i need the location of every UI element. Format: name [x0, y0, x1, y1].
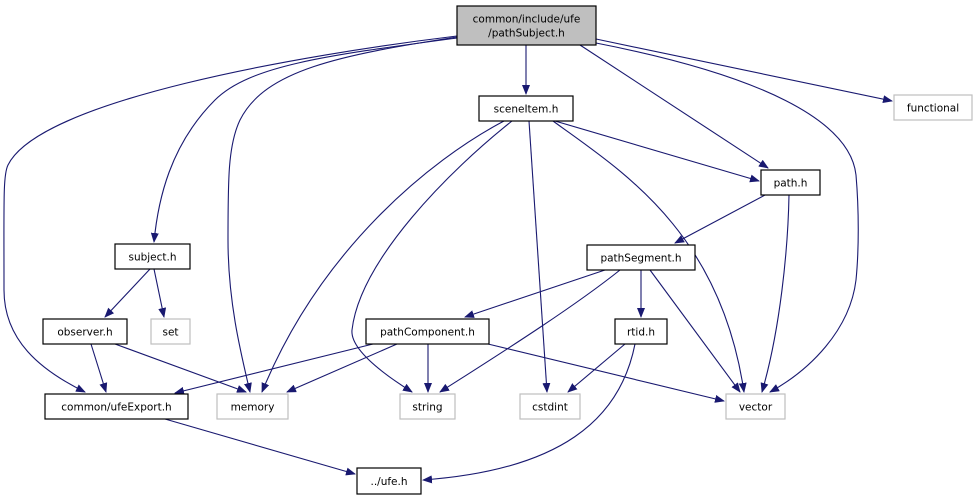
node-memory: memory [216, 393, 289, 420]
node-box [399, 393, 456, 420]
edge-path-to-vector [760, 194, 790, 393]
edge-observer-to-ufeExport [90, 343, 108, 393]
node-string: string [399, 393, 456, 420]
edge-root-to-memory [227, 36, 458, 393]
node-ufeExport[interactable]: common/ufeExport.h [44, 393, 189, 420]
node-ufe[interactable]: ../ufe.h [356, 467, 422, 495]
node-box [725, 393, 786, 420]
edge-rtid-to-ufe [422, 343, 636, 484]
edge-sceneItem-to-memory [261, 120, 505, 393]
node-label: common/include/ufe [473, 14, 581, 26]
node-set: set [150, 318, 191, 345]
node-root[interactable]: common/include/ufe/pathSubject.h [456, 5, 597, 46]
node-vector: vector [725, 393, 786, 420]
node-rtid[interactable]: rtid.h [614, 318, 668, 345]
node-label: observer.h [57, 327, 112, 339]
node-box [586, 244, 696, 271]
node-box [44, 393, 189, 420]
edge-sceneItem-to-cstdint [528, 120, 551, 393]
edge-sceneItem-to-string [351, 120, 513, 393]
edge-rtid-to-cstdint [567, 343, 626, 393]
node-label: string [412, 402, 442, 414]
node-box [614, 318, 668, 345]
edge-pathComponent-to-vector [487, 343, 725, 403]
edge-pathComponent-to-memory [286, 343, 398, 393]
edge-sceneItem-to-vector [552, 120, 747, 393]
node-box [760, 169, 821, 196]
edge-root-to-vector [595, 42, 859, 393]
node-box [365, 318, 490, 345]
edges-layer [3, 35, 893, 484]
node-box [893, 94, 973, 121]
edge-path-to-pathSegment [674, 194, 766, 244]
node-cstdint: cstdint [519, 393, 581, 420]
edge-root-to-ufeExport [3, 35, 458, 393]
node-label: memory [231, 402, 275, 414]
node-label: set [162, 327, 178, 339]
node-box [456, 5, 597, 46]
node-box [478, 95, 574, 122]
node-label: pathComponent.h [380, 327, 475, 339]
node-box [114, 243, 191, 270]
node-label: /pathSubject.h [488, 28, 565, 40]
edge-root-to-functional [595, 38, 893, 104]
edge-observer-to-memory [114, 343, 247, 393]
edge-sceneItem-to-path [554, 120, 760, 183]
node-label: vector [739, 402, 773, 414]
node-label: pathSegment.h [600, 253, 681, 265]
node-box [216, 393, 289, 420]
node-box [42, 318, 128, 345]
edge-pathSegment-to-pathComponent [464, 269, 606, 318]
node-box [519, 393, 581, 420]
edge-pathSegment-to-string [439, 269, 621, 393]
node-sceneItem[interactable]: sceneItem.h [478, 95, 574, 122]
edge-subject-to-set [153, 268, 167, 318]
node-path[interactable]: path.h [760, 169, 821, 196]
node-pathComponent[interactable]: pathComponent.h [365, 318, 490, 345]
node-box [356, 467, 422, 495]
edge-ufeExport-to-ufe [164, 418, 356, 476]
node-label: ../ufe.h [370, 476, 407, 488]
node-label: common/ufeExport.h [61, 402, 171, 414]
edge-pathSegment-to-vector [649, 269, 741, 393]
node-label: subject.h [128, 252, 176, 264]
node-functional: functional [893, 94, 973, 121]
node-label: rtid.h [627, 327, 655, 339]
edge-pathComponent-to-ufeExport [174, 343, 374, 395]
node-observer[interactable]: observer.h [42, 318, 128, 345]
nodes-layer: common/include/ufe/pathSubject.h sceneIte… [42, 5, 973, 495]
node-label: path.h [774, 178, 808, 190]
node-label: sceneItem.h [494, 104, 559, 116]
node-box [150, 318, 191, 345]
node-subject[interactable]: subject.h [114, 243, 191, 270]
node-pathSegment[interactable]: pathSegment.h [586, 244, 696, 271]
edge-root-to-path [579, 44, 769, 169]
node-label: functional [907, 103, 959, 115]
edge-root-to-subject [150, 37, 458, 243]
edge-subject-to-observer [104, 268, 151, 318]
node-label: cstdint [532, 402, 568, 414]
